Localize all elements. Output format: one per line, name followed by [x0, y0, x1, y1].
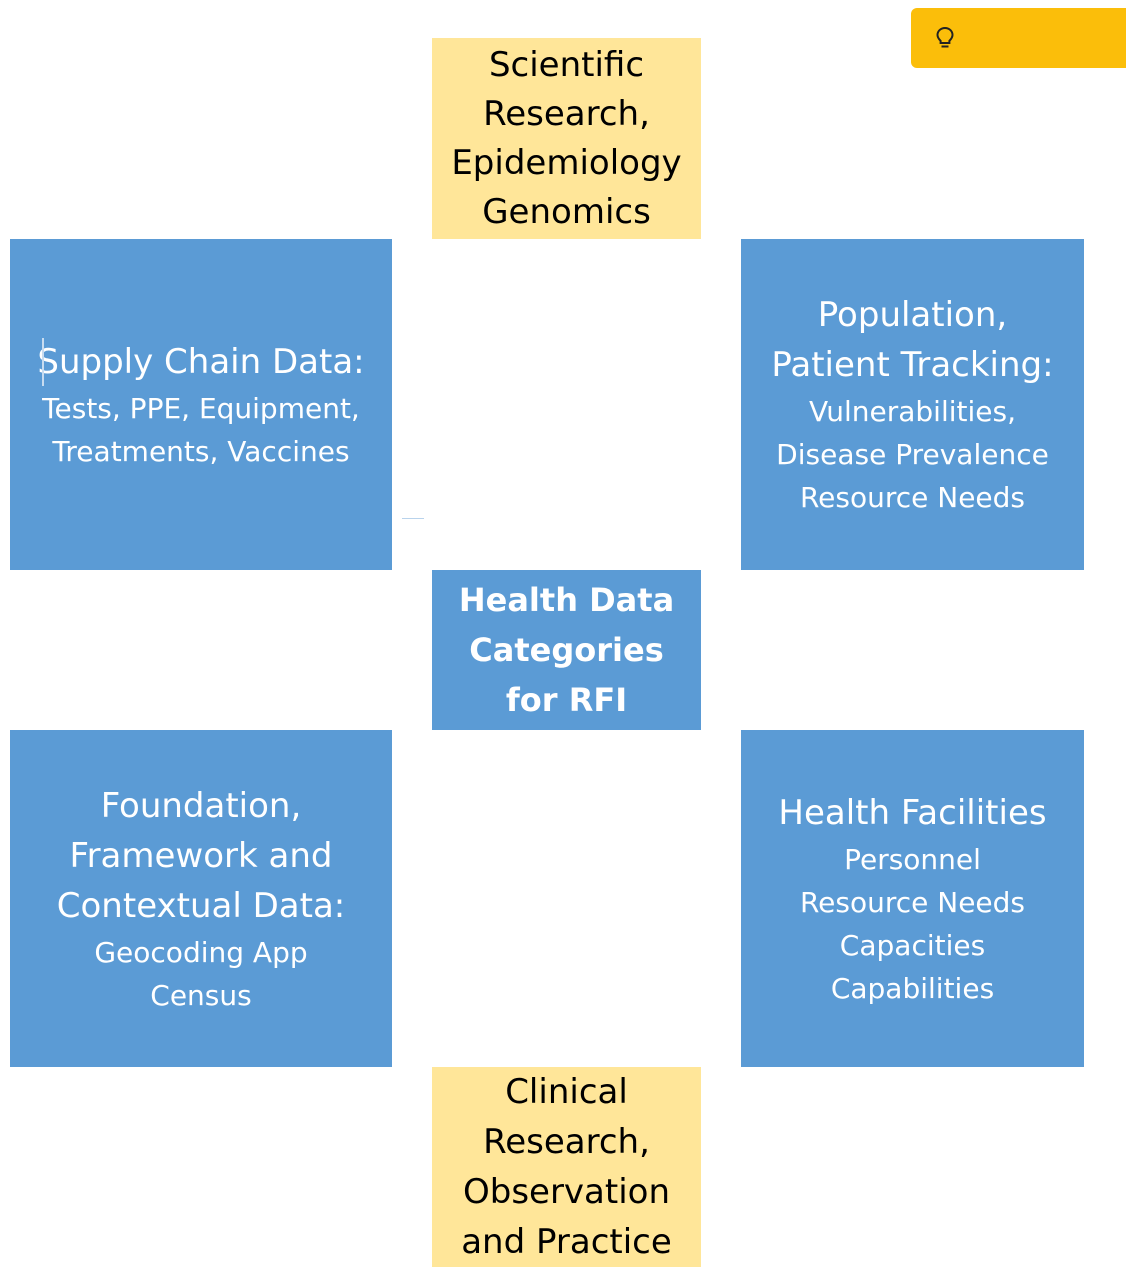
- box-detail-line: Vulnerabilities,: [808, 395, 1016, 428]
- scientific-research-box: Scientific Research, Epidemiology Genomi…: [432, 38, 701, 239]
- box-heading: Framework and: [69, 835, 333, 876]
- box-detail-line: Disease Prevalence: [776, 438, 1049, 471]
- health-data-categories-box: Health Data Categories for RFI: [432, 570, 701, 730]
- box-heading: Supply Chain Data:: [37, 341, 365, 382]
- box-detail-line: Capabilities: [830, 971, 995, 1005]
- box-text-line: Observation: [462, 1172, 671, 1212]
- divider-line: [402, 518, 424, 519]
- box-text-line: Scientific: [488, 44, 645, 85]
- box-detail-line: Personnel: [844, 842, 981, 876]
- box-heading: Patient Tracking:: [771, 345, 1054, 385]
- box-detail-line: Resource Needs: [799, 481, 1026, 514]
- box-text-line: and Practice: [461, 1222, 672, 1262]
- lightbulb-icon: [935, 26, 955, 50]
- center-title-line: Health Data: [458, 581, 675, 619]
- clinical-research-box: Clinical Research, Observation and Pract…: [432, 1067, 701, 1267]
- box-text-line: Epidemiology: [451, 142, 682, 183]
- box-text-line: Genomics: [482, 191, 651, 232]
- foundation-framework-box: Foundation, Framework and Contextual Dat…: [10, 730, 392, 1067]
- box-text-line: Research,: [483, 93, 650, 134]
- box-heading: Population,: [817, 295, 1008, 335]
- box-text-line: Clinical: [505, 1072, 628, 1112]
- supply-chain-data-box: Supply Chain Data: Tests, PPE, Equipment…: [10, 239, 392, 570]
- box-detail-line: Treatments, Vaccines: [52, 434, 350, 468]
- box-detail-line: Resource Needs: [799, 885, 1026, 919]
- box-heading: Foundation,: [100, 785, 302, 826]
- box-detail-line: Geocoding App: [94, 935, 308, 969]
- health-facilities-box: Health Facilities Personnel Resource Nee…: [741, 730, 1084, 1067]
- population-patient-tracking-box: Population, Patient Tracking: Vulnerabil…: [741, 239, 1084, 570]
- box-heading: Health Facilities: [778, 792, 1047, 833]
- text-cursor: [42, 338, 44, 386]
- box-detail-line: Tests, PPE, Equipment,: [42, 391, 360, 425]
- box-detail-line: Census: [150, 978, 252, 1012]
- ideas-button[interactable]: [911, 8, 1126, 68]
- box-detail-line: Capacities: [839, 928, 986, 962]
- center-title-line: Categories: [469, 631, 664, 669]
- box-text-line: Research,: [483, 1122, 650, 1162]
- box-heading: Contextual Data:: [56, 885, 346, 926]
- center-title-line: for RFI: [505, 681, 628, 719]
